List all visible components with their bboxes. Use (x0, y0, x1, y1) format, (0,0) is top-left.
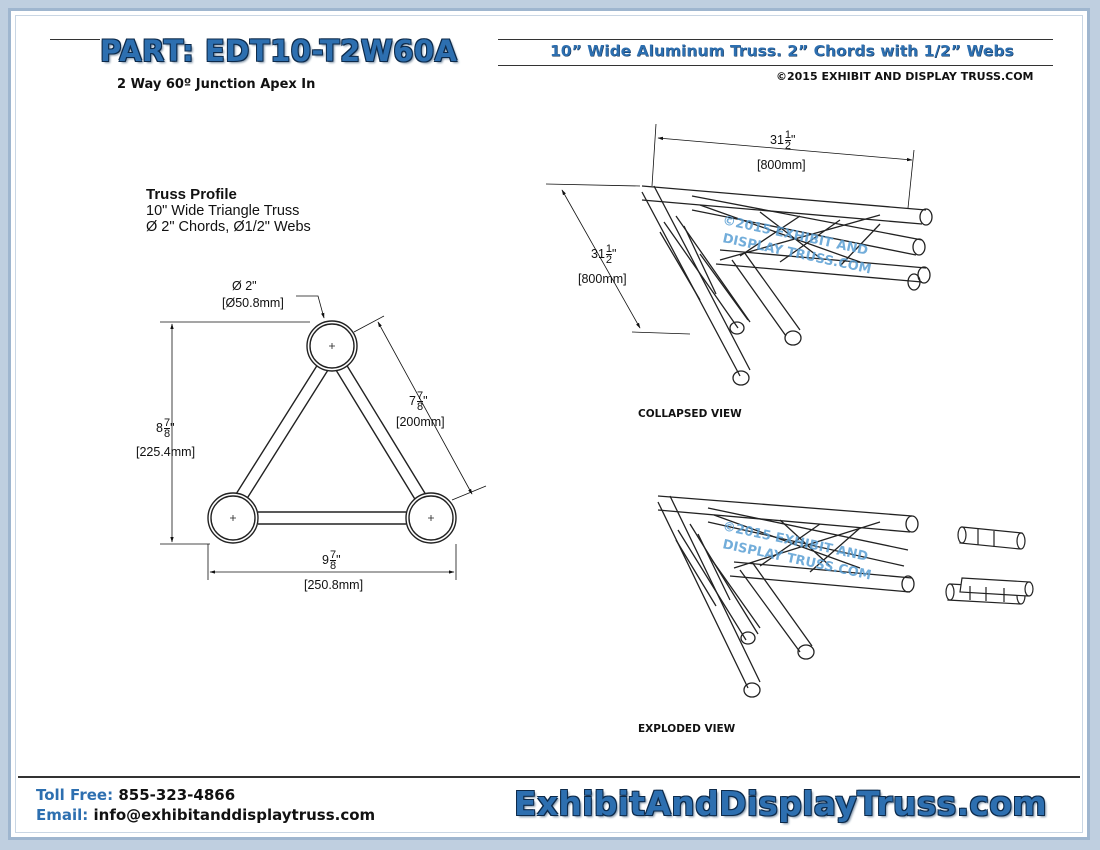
height-dimension-mm: [225.4mm] (136, 445, 196, 459)
toll-free: Toll Free: 855-323-4866 (36, 786, 235, 804)
profile-web-bottom (258, 511, 406, 525)
width-frac-den: 8 (329, 560, 337, 572)
profile-title: Truss Profile (146, 186, 237, 203)
width-whole: 9 (322, 552, 329, 567)
collapsed-lower-chord (715, 249, 927, 283)
subtitle-rule (498, 65, 1053, 66)
profile-web-left (225, 363, 329, 517)
profile-line-2: Ø 2" Chords, Ø1/2" Webs (146, 219, 311, 235)
exploded-view-drawing (657, 495, 919, 698)
leg-length-top-mm: [800mm] (757, 158, 806, 172)
part-description: 2 Way 60º Junction Apex In (117, 77, 316, 92)
profile-web-right (335, 363, 435, 515)
collapsed-dimension-lines (545, 123, 915, 335)
email-label: Email: (36, 806, 89, 824)
width-frac-num: 7 (329, 549, 337, 561)
sheet-inner-border (15, 15, 1083, 833)
exploded-watermark: ©2015 EXHIBIT AND DISPLAY TRUSS.COM (721, 519, 872, 583)
exploded-top-chord (657, 495, 913, 533)
toll-free-number[interactable]: 855-323-4866 (118, 786, 236, 804)
toll-free-label: Toll Free: (36, 786, 114, 804)
profile-line-1: 10" Wide Triangle Truss (146, 203, 300, 219)
copyright-notice: ©2015 EXHIBIT AND DISPLAY TRUSS.COM (776, 70, 1034, 83)
connector-pin-top (959, 526, 1023, 550)
chord-diameter-label: Ø 2" (232, 279, 257, 293)
email-address[interactable]: info@exhibitanddisplaytruss.com (93, 806, 376, 824)
profile-dimension-lines (160, 295, 487, 580)
height-whole: 8 (156, 420, 163, 435)
truss-profile-drawing (207, 320, 457, 544)
part-number-title: PART: EDT10-T2W60A (100, 34, 458, 68)
title-rule-left (50, 39, 100, 40)
exploded-view-label: EXPLODED VIEW (638, 723, 736, 735)
chord-diameter-mm: [Ø50.8mm] (222, 296, 284, 310)
width-dimension-mm: [250.8mm] (304, 578, 364, 592)
collapsed-view-drawing (641, 185, 933, 386)
collapsed-top-chord (641, 185, 927, 225)
title-rule-right (498, 39, 1053, 40)
part-subtitle: 10” Wide Aluminum Truss. 2” Chords with … (550, 42, 1014, 60)
email-contact: Email: info@exhibitanddisplaytruss.com (36, 806, 375, 824)
collapsed-view-label: COLLAPSED VIEW (638, 408, 742, 420)
website-banner[interactable]: ExhibitAndDisplayTruss.com (514, 784, 1047, 823)
height-frac-num: 7 (163, 417, 171, 429)
footer-rule (18, 776, 1080, 778)
height-frac-den: 8 (163, 428, 171, 440)
connector-pins (945, 526, 1034, 605)
